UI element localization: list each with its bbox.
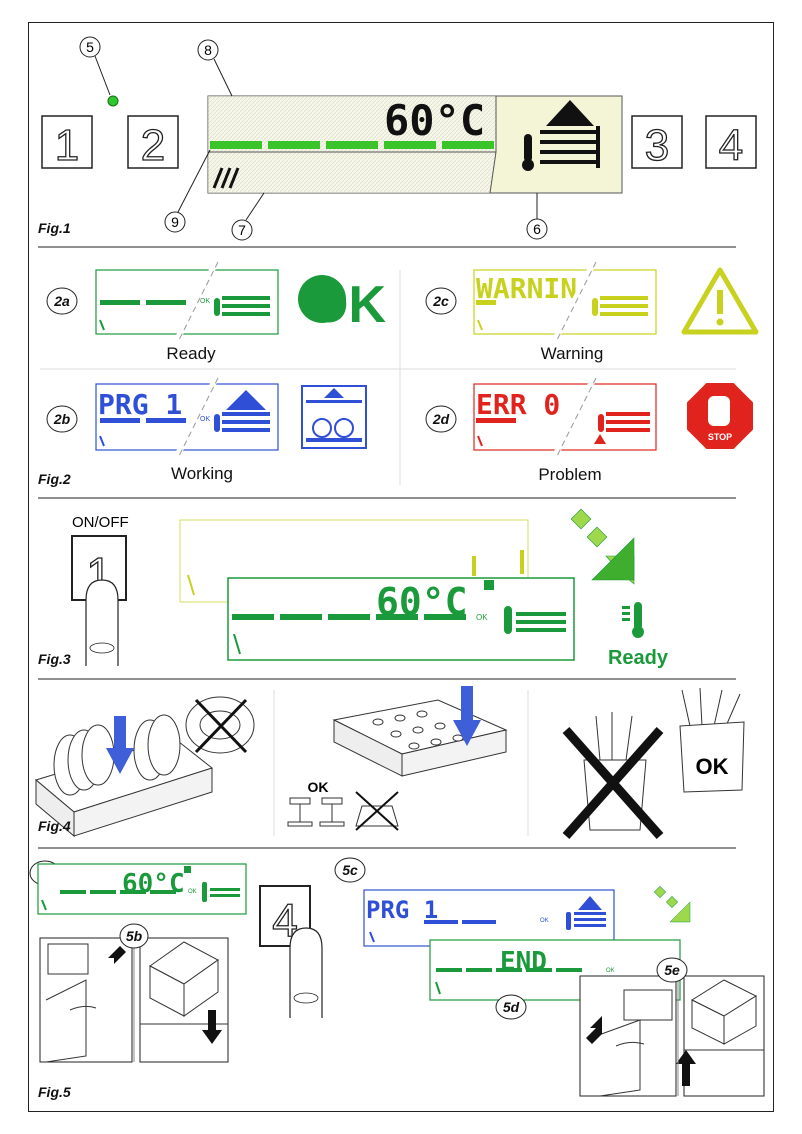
glasses-upside-down-icon xyxy=(287,791,399,831)
key-2-label: 2 xyxy=(141,121,165,170)
svg-text:5e: 5e xyxy=(664,962,680,978)
svg-text:2a: 2a xyxy=(53,293,70,309)
fig1-group: 1 2 3 4 60°C xyxy=(38,36,757,241)
key-2[interactable] xyxy=(127,115,179,169)
fig3-label: Fig.3 xyxy=(38,651,71,667)
svg-text:OK: OK xyxy=(540,918,549,924)
arrow-down-right-small-icon xyxy=(653,885,691,923)
panel-2c-warning: 2c WARNIN Warning xyxy=(425,260,759,363)
arrow-down-right-icon xyxy=(570,508,635,585)
ready-label: Ready xyxy=(608,647,669,669)
svg-text:7: 7 xyxy=(238,222,246,238)
ok-cutlery-label: OK xyxy=(696,754,729,779)
svg-text:8: 8 xyxy=(204,42,212,58)
arrow-down-icon xyxy=(202,1010,222,1044)
lcd-5c xyxy=(363,889,615,947)
svg-text:PRG 1: PRG 1 xyxy=(366,896,438,924)
ok-badge: OK xyxy=(308,276,386,334)
callout-9: 9 xyxy=(164,149,211,233)
svg-text:2b: 2b xyxy=(53,411,71,427)
svg-text:OK: OK xyxy=(200,298,210,305)
fig2-group: 2a OK OK Ready 2c WARNIN Warning xyxy=(38,260,759,487)
tag-2a xyxy=(46,287,78,315)
ok-glasses-label: OK xyxy=(308,779,329,795)
key-4-label: 4 xyxy=(719,121,743,170)
fig5-group: 5a 60°C OK 5b 4 xyxy=(29,857,765,1100)
crossed-plate-icon xyxy=(185,696,255,754)
tag-5d xyxy=(495,994,527,1020)
callout-7: 7 xyxy=(231,192,265,241)
tag-5b xyxy=(119,923,149,949)
fig4-group: OK OK Fig.4 xyxy=(34,686,745,839)
ok-thumb-icon xyxy=(298,275,346,323)
wash-cycle-icon xyxy=(522,100,600,171)
arrow-down-left-icon xyxy=(586,1016,602,1044)
arrow-down-blue-icon xyxy=(106,716,134,774)
finger-press-icon-2 xyxy=(289,927,323,1018)
fig4-label: Fig.4 xyxy=(38,818,71,834)
cutlery-basket-wrong-icon xyxy=(562,712,664,839)
panel-2b-working: 2b PRG 1 OK Working xyxy=(46,376,367,483)
lcd-status-panel xyxy=(489,95,623,194)
svg-text:5c: 5c xyxy=(342,862,358,878)
plate-rack-icon xyxy=(34,714,214,838)
fig3-group: ON/OFF 1 60°C OK Ready Fig.3 xyxy=(38,508,669,669)
arrow-up-left-icon xyxy=(100,946,126,972)
caption-warning: Warning xyxy=(541,344,604,363)
page-frame xyxy=(28,22,774,1112)
lcd-2b-text: PRG 1 xyxy=(98,388,182,421)
lcd-temperature: 60°C xyxy=(384,96,485,145)
lcd-progress-bars xyxy=(210,141,494,149)
panel-2a-ready: 2a OK OK Ready xyxy=(46,260,386,363)
callout-5: 5 xyxy=(79,36,111,96)
arrow-down-blue-icon-2 xyxy=(453,686,481,746)
power-led-icon xyxy=(107,95,119,107)
panel-2d-problem: 2d ERR 0 STOP Problem xyxy=(425,376,755,484)
tag-5c xyxy=(334,857,366,883)
thermometer-icon xyxy=(622,602,644,638)
svg-text:9: 9 xyxy=(171,214,179,230)
svg-text:5d: 5d xyxy=(503,999,520,1015)
svg-text:OK: OK xyxy=(476,613,488,622)
callout-6: 6 xyxy=(526,193,548,240)
tag-2c xyxy=(425,287,457,315)
svg-text:STOP: STOP xyxy=(708,432,732,442)
tag-2d xyxy=(425,405,457,433)
caption-ready: Ready xyxy=(166,344,216,363)
svg-text:5: 5 xyxy=(86,39,94,55)
svg-text:OK: OK xyxy=(606,968,615,974)
key-1[interactable] xyxy=(41,115,93,169)
tag-5e xyxy=(656,957,688,983)
caption-problem: Problem xyxy=(538,465,601,484)
key-1-label: 1 xyxy=(55,121,79,170)
fig5-label: Fig.5 xyxy=(38,1084,71,1100)
arrow-up-icon xyxy=(676,1050,696,1086)
fig1-label: Fig.1 xyxy=(38,220,71,236)
callout-8: 8 xyxy=(197,39,233,97)
machine-door-close-icon xyxy=(579,975,677,1097)
caption-working: Working xyxy=(171,464,233,483)
svg-text:60°C: 60°C xyxy=(122,869,185,899)
key-4[interactable] xyxy=(705,115,757,169)
svg-text:6: 6 xyxy=(533,221,541,237)
svg-text:2c: 2c xyxy=(432,293,449,309)
lcd-2c-text: WARNIN xyxy=(476,272,577,305)
svg-text:OK: OK xyxy=(188,889,197,895)
svg-text:2d: 2d xyxy=(432,411,450,427)
key-3-label: 3 xyxy=(645,121,669,170)
tag-2b xyxy=(46,405,78,433)
rinse-arms-icon xyxy=(212,167,240,189)
lcd-2d-text: ERR 0 xyxy=(476,388,560,421)
fig2-label: Fig.2 xyxy=(38,471,71,487)
svg-text:OK: OK xyxy=(200,416,210,423)
key-3[interactable] xyxy=(631,115,683,169)
svg-text:5b: 5b xyxy=(126,928,143,944)
lcd-end-text: END xyxy=(500,947,547,977)
glass-rack-icon xyxy=(332,699,508,777)
onoff-label: ON/OFF xyxy=(72,514,129,531)
cutlery-basket-ok-icon xyxy=(679,687,745,793)
